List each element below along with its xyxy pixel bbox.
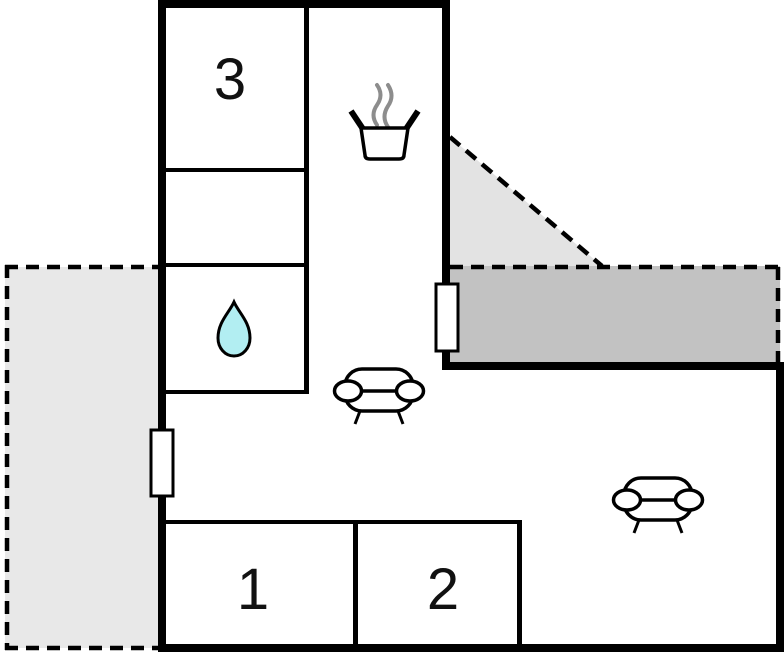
water-drop-icon bbox=[216, 298, 252, 358]
interior-wall-vertical bbox=[304, 8, 309, 394]
steam-icon bbox=[371, 83, 383, 127]
room-labels: 3 1 2 bbox=[214, 47, 459, 622]
furniture bbox=[216, 83, 705, 535]
sofa-icon bbox=[611, 476, 705, 535]
interior-wall-bedrooms-top bbox=[166, 520, 522, 524]
doors bbox=[149, 282, 460, 498]
sofa-icon bbox=[332, 367, 426, 426]
patio-triangle-dashed-edge bbox=[448, 135, 604, 268]
cooking-pot-with-steam-icon bbox=[348, 83, 421, 161]
wall-bottom bbox=[158, 644, 784, 652]
pot-body bbox=[358, 126, 411, 161]
wall-patio-bottom bbox=[442, 362, 780, 370]
interior-walls bbox=[166, 8, 522, 644]
interior-wall-closet-bottom bbox=[166, 263, 304, 267]
door-opening-marker-right bbox=[434, 282, 460, 353]
door-opening-marker-left bbox=[149, 428, 175, 498]
room-3-label: 3 bbox=[214, 47, 246, 112]
wall-kitchen-right bbox=[442, 0, 450, 368]
interior-wall-room3-bottom bbox=[166, 168, 304, 172]
pot-handle-right bbox=[403, 109, 421, 131]
interior-wall-bathroom-bottom bbox=[166, 390, 309, 394]
terrace-left-area bbox=[5, 267, 158, 648]
exterior-walls bbox=[158, 0, 784, 652]
wall-left bbox=[158, 0, 166, 652]
wall-right bbox=[776, 362, 784, 652]
wall-top bbox=[158, 0, 450, 8]
steam-icon bbox=[382, 83, 394, 129]
pot-handle-left bbox=[348, 109, 366, 131]
interior-wall-bedroom-divider bbox=[353, 520, 358, 644]
outdoor-areas bbox=[4, 135, 781, 651]
patio-right-area bbox=[450, 266, 780, 364]
room-1-label: 1 bbox=[237, 557, 269, 622]
interior-wall-bedroom2-right bbox=[517, 520, 522, 644]
room-2-label: 2 bbox=[427, 557, 459, 622]
